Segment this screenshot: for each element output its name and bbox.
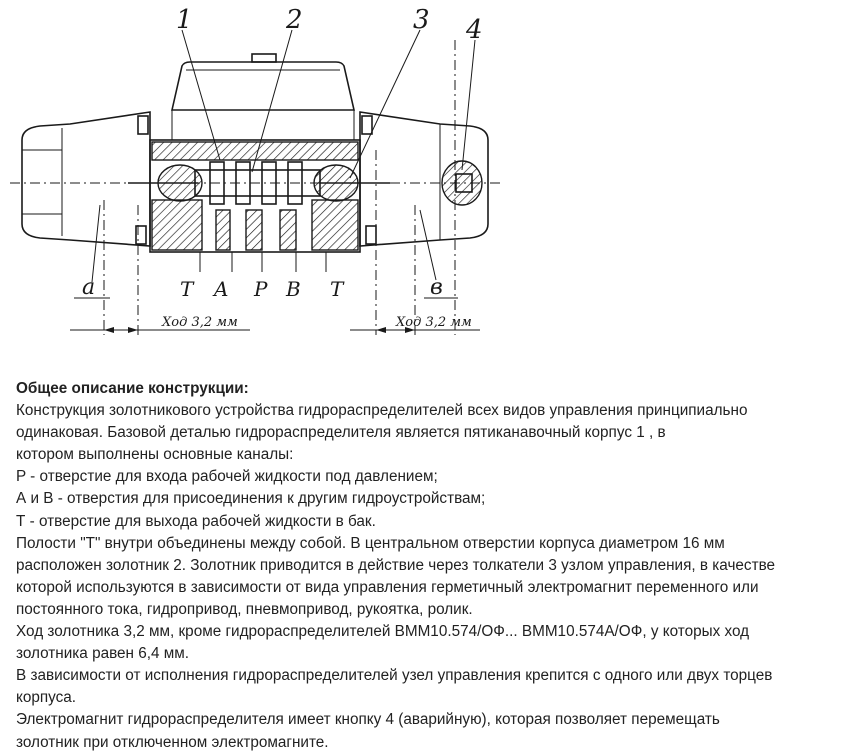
callout-2: 2: [285, 5, 303, 35]
callout-4: 4: [465, 15, 483, 45]
side-label-right: в: [430, 275, 443, 300]
description-line: Ход золотника 3,2 мм, кроме гидрораспред…: [16, 623, 750, 641]
port-label-t-left: T: [180, 277, 195, 301]
description-line: золотник при отключенном электромагните.: [16, 733, 329, 751]
description-line: Полости "Т" внутри объединены между собо…: [16, 534, 725, 552]
description-line: одинаковая. Базовой деталью гидрораспред…: [16, 424, 666, 442]
callout-1: 1: [176, 5, 193, 35]
description-line: Конструкция золотникового устройства гид…: [16, 402, 748, 420]
top-cover: [170, 53, 356, 140]
callout-3: 3: [413, 5, 430, 35]
description-section: Общее описание конструкции: Конструкция …: [16, 378, 836, 754]
description-line: котором выполнены основные каналы:: [16, 446, 294, 464]
description-line: которой используются в зависимости от ви…: [16, 578, 759, 596]
port-label-p: P: [253, 277, 268, 301]
technical-drawing: 1 2 3 4 T A P B T а в Ход 3,2 мм Ход 3,2…: [0, 0, 845, 365]
stroke-dimension-right: Ход 3,2 мм: [395, 315, 472, 330]
stroke-dimension-left: Ход 3,2 мм: [161, 315, 238, 330]
description-line: корпуса.: [16, 689, 77, 707]
port-label-t-right: T: [330, 277, 345, 301]
description-line: постоянного тока, гидропривод, пневмопри…: [16, 600, 473, 618]
description-line: золотника равен 6,4 мм.: [16, 645, 190, 663]
right-solenoid: [359, 111, 489, 247]
side-label-left: а: [82, 275, 95, 300]
description-line: расположен золотник 2. Золотник приводит…: [16, 556, 776, 574]
description-line: P - отверстие для входа рабочей жидкости…: [16, 468, 438, 486]
left-solenoid: [21, 111, 151, 247]
description-line: В зависимости от исполнения гидрораспред…: [16, 667, 773, 685]
port-label-a: A: [212, 277, 228, 301]
valve-body: [128, 139, 390, 272]
description-line: Электромагнит гидрораспределителя имеет …: [16, 711, 720, 729]
description-line: А и В - отверстия для присоединения к др…: [16, 490, 486, 508]
port-label-b: B: [285, 277, 301, 301]
section-title: Общее описание конструкции:: [16, 380, 249, 397]
description-line: Т - отверстие для выхода рабочей жидкост…: [16, 512, 376, 530]
